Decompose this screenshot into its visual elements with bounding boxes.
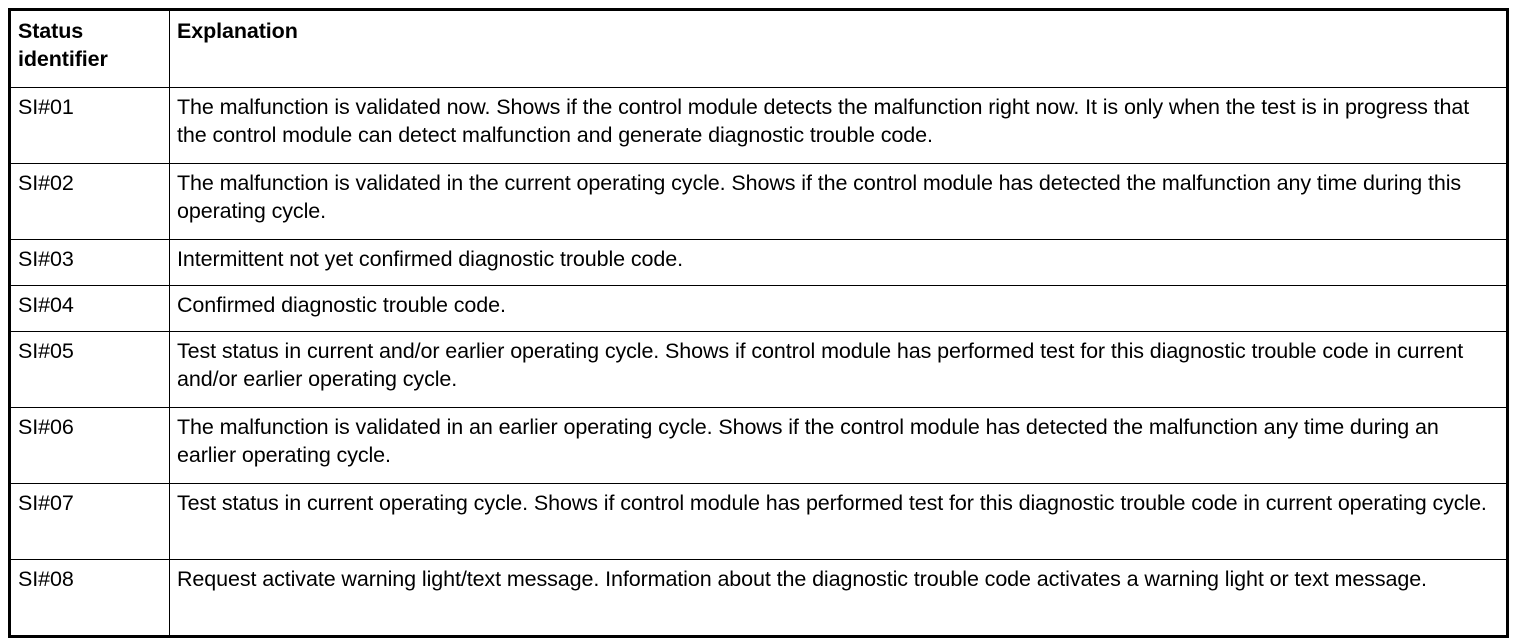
table-row: SI#05 Test status in current and/or earl… xyxy=(9,331,1508,408)
cell-explanation: The malfunction is validated now. Shows … xyxy=(169,87,1508,164)
cell-explanation: The malfunction is validated in the curr… xyxy=(169,163,1508,240)
column-header-status-identifier-line1: Status xyxy=(18,19,84,43)
table-row: SI#06 The malfunction is validated in an… xyxy=(9,407,1508,484)
column-header-explanation: Explanation xyxy=(169,9,1508,88)
cell-status-identifier: SI#06 xyxy=(9,407,170,484)
table-row: SI#07 Test status in current operating c… xyxy=(9,483,1508,560)
table-row: SI#03 Intermittent not yet confirmed dia… xyxy=(9,239,1508,286)
cell-status-identifier: SI#01 xyxy=(9,87,170,164)
table-row: SI#01 The malfunction is validated now. … xyxy=(9,87,1508,164)
table-header: Status identifier Explanation xyxy=(9,9,1508,88)
status-identifier-table: Status identifier Explanation SI#01 The … xyxy=(8,8,1509,638)
cell-explanation: Confirmed diagnostic trouble code. xyxy=(169,285,1508,332)
table-row: SI#02 The malfunction is validated in th… xyxy=(9,163,1508,240)
table-header-row: Status identifier Explanation xyxy=(9,9,1508,88)
cell-status-identifier: SI#02 xyxy=(9,163,170,240)
cell-explanation: Request activate warning light/text mess… xyxy=(169,559,1508,637)
cell-status-identifier: SI#03 xyxy=(9,239,170,286)
status-identifier-table-page: Status identifier Explanation SI#01 The … xyxy=(8,8,1509,638)
cell-status-identifier: SI#07 xyxy=(9,483,170,560)
cell-status-identifier: SI#08 xyxy=(9,559,170,637)
cell-explanation: Test status in current and/or earlier op… xyxy=(169,331,1508,408)
cell-explanation: Test status in current operating cycle. … xyxy=(169,483,1508,560)
column-header-status-identifier: Status identifier xyxy=(9,9,170,88)
cell-explanation: Intermittent not yet confirmed diagnosti… xyxy=(169,239,1508,286)
column-header-status-identifier-line2: identifier xyxy=(18,46,108,71)
cell-status-identifier: SI#04 xyxy=(9,285,170,332)
table-row: SI#08 Request activate warning light/tex… xyxy=(9,559,1508,637)
table-row: SI#04 Confirmed diagnostic trouble code. xyxy=(9,285,1508,332)
cell-explanation: The malfunction is validated in an earli… xyxy=(169,407,1508,484)
cell-status-identifier: SI#05 xyxy=(9,331,170,408)
table-body: SI#01 The malfunction is validated now. … xyxy=(9,87,1508,637)
